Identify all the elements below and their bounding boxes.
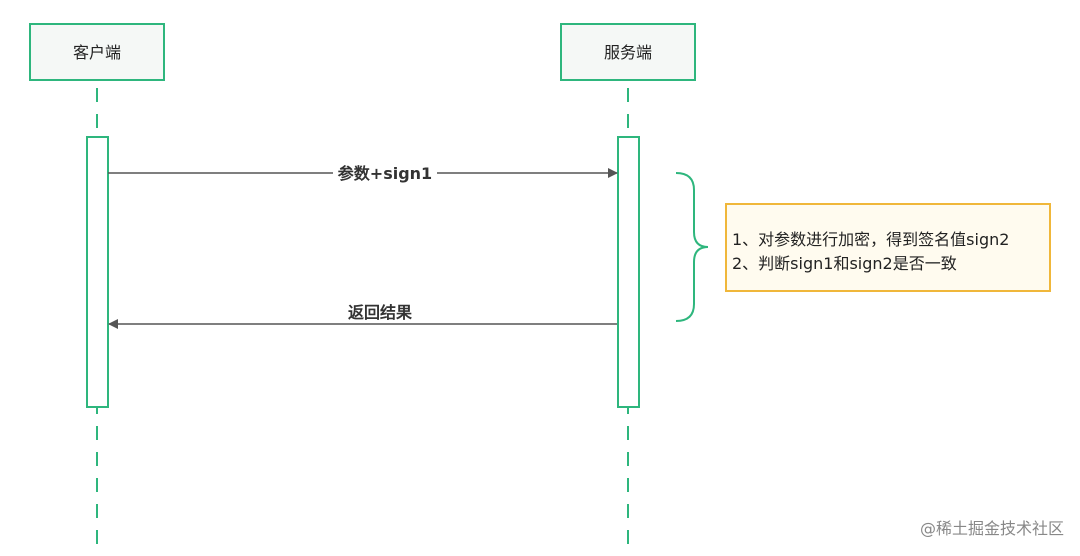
- activation-client: [86, 136, 109, 408]
- participant-client-label: 客户端: [73, 43, 121, 62]
- note-line-2: 2、判断sign1和sign2是否一致: [732, 254, 957, 273]
- participant-server-label: 服务端: [604, 43, 652, 62]
- note-line-1: 1、对参数进行加密，得到签名值sign2: [732, 230, 1009, 249]
- message-request: 参数+sign1: [108, 161, 618, 185]
- message-response: 返回结果: [108, 303, 617, 329]
- request-label: 参数+sign1: [338, 164, 432, 183]
- note-brace: [675, 172, 709, 322]
- response-label: 返回结果: [348, 303, 412, 322]
- participant-client: 客户端: [29, 23, 165, 81]
- watermark: @稀土掘金技术社区: [920, 519, 1064, 538]
- note-box: 1、对参数进行加密，得到签名值sign2 2、判断sign1和sign2是否一致: [725, 203, 1051, 292]
- request-label-bg: [333, 161, 437, 185]
- participant-server: 服务端: [560, 23, 696, 81]
- activation-server: [617, 136, 640, 408]
